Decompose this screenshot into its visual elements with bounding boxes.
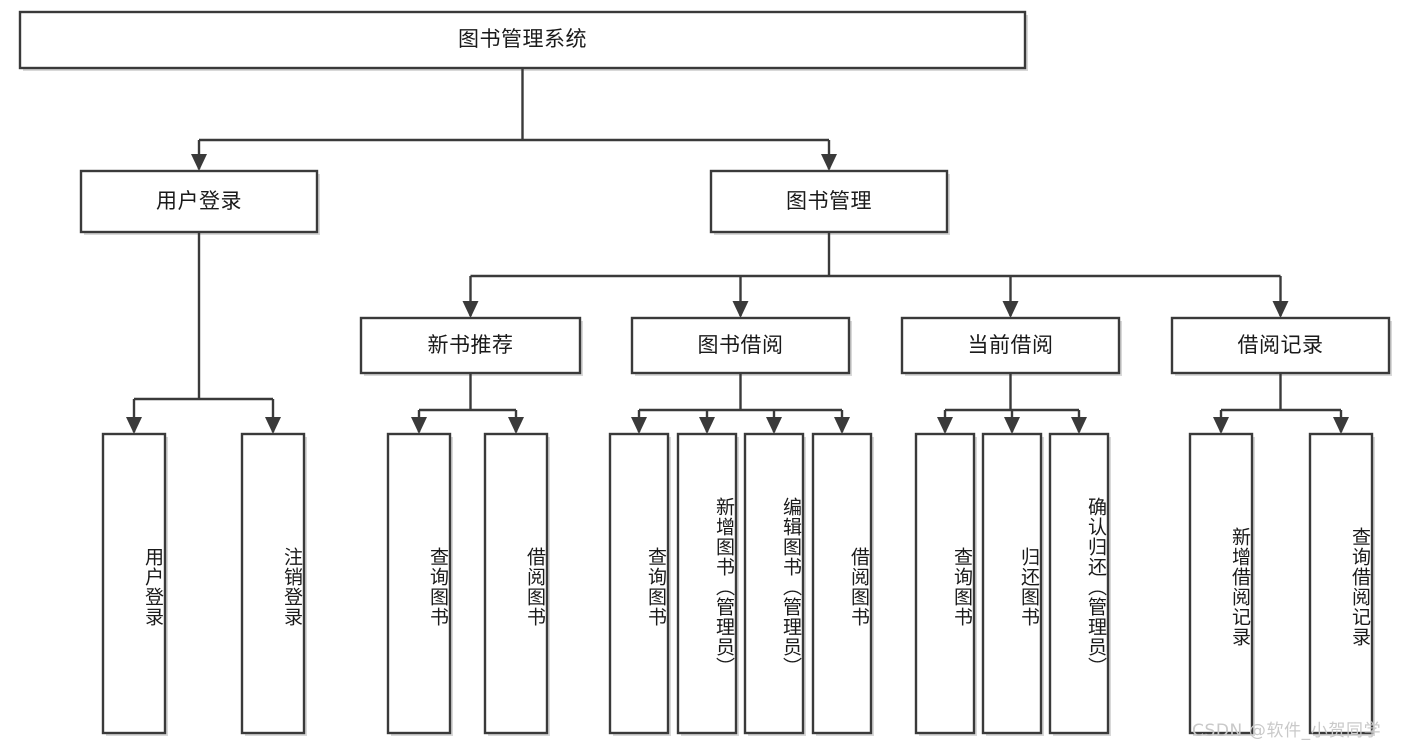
arrow-head-icon <box>699 417 715 434</box>
arrow-head-icon <box>732 301 749 318</box>
node-box-user-login[interactable] <box>79 169 319 234</box>
node-leaf-return-book[interactable] <box>983 434 1041 733</box>
node-leaf-logout[interactable] <box>242 434 304 733</box>
node-leaf-confirm-return[interactable] <box>1050 434 1108 733</box>
arrow-head-icon <box>1333 417 1349 434</box>
arrow-head-icon <box>834 417 850 434</box>
arrow-head-icon <box>1272 301 1289 318</box>
node-book-borrow[interactable] <box>632 318 849 373</box>
arrow-heads <box>126 154 1349 434</box>
node-box-borrow-record[interactable] <box>1170 316 1391 375</box>
arrow-head-icon <box>1002 301 1019 318</box>
node-box-leaf-add-borrow-record[interactable] <box>1188 432 1254 735</box>
node-current-borrow[interactable] <box>902 318 1119 373</box>
node-leaf-user-login[interactable] <box>103 434 165 733</box>
node-box-leaf-return-book[interactable] <box>981 432 1043 735</box>
arrow-head-icon <box>937 417 953 434</box>
arrow-head-icon <box>191 154 207 171</box>
node-leaf-query-book-current[interactable] <box>916 434 974 733</box>
node-leaf-add-book[interactable] <box>678 434 736 733</box>
node-book-manage[interactable] <box>711 171 947 232</box>
connector-lines <box>132 68 1343 432</box>
node-leaf-borrow-book-recommend[interactable] <box>485 434 547 733</box>
node-rectangles <box>18 10 1391 735</box>
arrow-head-icon <box>766 417 782 434</box>
node-box-leaf-query-book-recommend[interactable] <box>386 432 452 735</box>
arrow-head-icon <box>126 417 142 434</box>
arrow-head-icon <box>1213 417 1229 434</box>
node-box-book-manage[interactable] <box>709 169 949 234</box>
arrow-head-icon <box>508 417 524 434</box>
node-box-leaf-edit-book[interactable] <box>743 432 805 735</box>
arrow-head-icon <box>265 417 281 434</box>
node-leaf-query-borrow-record[interactable] <box>1310 434 1372 733</box>
node-leaf-query-book-recommend[interactable] <box>388 434 450 733</box>
node-box-leaf-confirm-return[interactable] <box>1048 432 1110 735</box>
node-borrow-record[interactable] <box>1172 318 1389 373</box>
arrow-head-icon <box>462 301 479 318</box>
node-leaf-query-book-borrow[interactable] <box>610 434 668 733</box>
node-box-leaf-borrow-book-recommend[interactable] <box>483 432 549 735</box>
node-leaf-edit-book[interactable] <box>745 434 803 733</box>
node-box-current-borrow[interactable] <box>900 316 1121 375</box>
arrow-head-icon <box>411 417 427 434</box>
node-leaf-borrow-book[interactable] <box>813 434 871 733</box>
node-new-book-recommend[interactable] <box>361 318 580 373</box>
node-box-leaf-user-login[interactable] <box>101 432 167 735</box>
node-box-leaf-query-borrow-record[interactable] <box>1308 432 1374 735</box>
node-box-leaf-query-book-borrow[interactable] <box>608 432 670 735</box>
node-user-login[interactable] <box>81 171 317 232</box>
arrow-head-icon <box>821 154 837 171</box>
node-root[interactable] <box>20 12 1025 68</box>
watermark-credit: CSDN @软件_小贺同学 <box>1192 721 1382 741</box>
node-leaf-add-borrow-record[interactable] <box>1190 434 1252 733</box>
node-box-leaf-add-book[interactable] <box>676 432 738 735</box>
arrow-head-icon <box>1004 417 1020 434</box>
node-box-new-book-recommend[interactable] <box>359 316 582 375</box>
arrow-head-icon <box>1071 417 1087 434</box>
arrow-head-icon <box>631 417 647 434</box>
node-box-root[interactable] <box>18 10 1027 70</box>
node-box-leaf-query-book-current[interactable] <box>914 432 976 735</box>
node-box-book-borrow[interactable] <box>630 316 851 375</box>
